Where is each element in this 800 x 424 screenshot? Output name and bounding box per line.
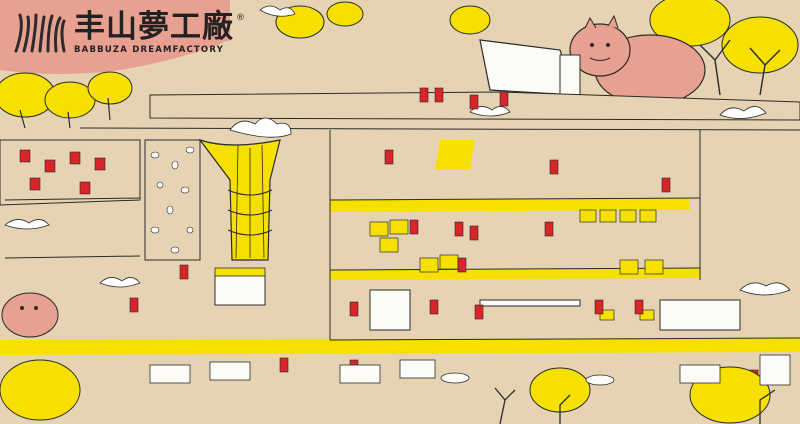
funnel-machine bbox=[479, 39, 581, 96]
brand-logo[interactable]: 丰山夢工廠 ® BABBUZA DREAMFACTORY bbox=[14, 12, 246, 55]
pink-monster-resting bbox=[569, 14, 706, 106]
top-left-pink-area bbox=[0, 0, 230, 74]
yellow-floor-bands bbox=[0, 140, 800, 355]
brand-wordmark: 丰山夢工廠 ® BABBUZA DREAMFACTORY bbox=[74, 12, 246, 55]
kiosk-stall bbox=[214, 267, 266, 306]
cloud-group bbox=[4, 5, 791, 296]
climbing-wall bbox=[144, 139, 201, 261]
bottom-floor-furniture bbox=[149, 354, 791, 386]
yellow-crates bbox=[369, 209, 675, 321]
tree-cluster-top-left bbox=[0, 71, 133, 129]
conveyor-belt bbox=[369, 289, 741, 331]
tree-cluster-top-right bbox=[649, 0, 799, 96]
pink-creature-bottom-left bbox=[1, 292, 59, 338]
registered-trademark: ® bbox=[236, 13, 246, 23]
brand-name-chinese: 丰山夢工廠 ® bbox=[74, 12, 246, 43]
office-floor bbox=[0, 139, 141, 259]
yellow-elevator-column bbox=[198, 138, 281, 261]
factory-floor-lines bbox=[329, 130, 800, 341]
reed-logo-icon bbox=[14, 13, 66, 53]
brand-name-english: BABBUZA DREAMFACTORY bbox=[74, 45, 224, 55]
brand-name-chinese-text: 丰山夢工廠 bbox=[74, 9, 234, 45]
